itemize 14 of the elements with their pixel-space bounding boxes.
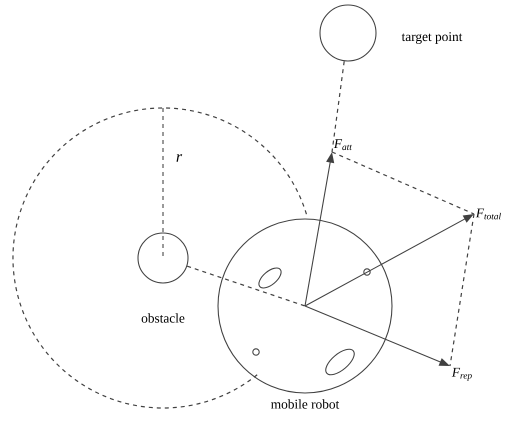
- obstacle-circle: [137, 232, 189, 284]
- node-caption: mobile robot: [271, 399, 340, 409]
- dashed-line: [449, 214, 475, 366]
- dashed-line: [187, 266, 306, 307]
- target-circle: [319, 4, 377, 62]
- label: r: [176, 154, 182, 162]
- force-label: F$_{rep}$: [452, 368, 472, 381]
- node-caption: obstacle: [142, 313, 184, 323]
- dashed-line: [331, 61, 345, 152]
- dashed-line: [332, 151, 474, 215]
- robot-circle: [217, 218, 393, 394]
- node-caption: target point: [402, 32, 462, 44]
- force-label: F$_{total}$: [476, 208, 501, 220]
- force-label: F$_{att}$: [334, 139, 352, 150]
